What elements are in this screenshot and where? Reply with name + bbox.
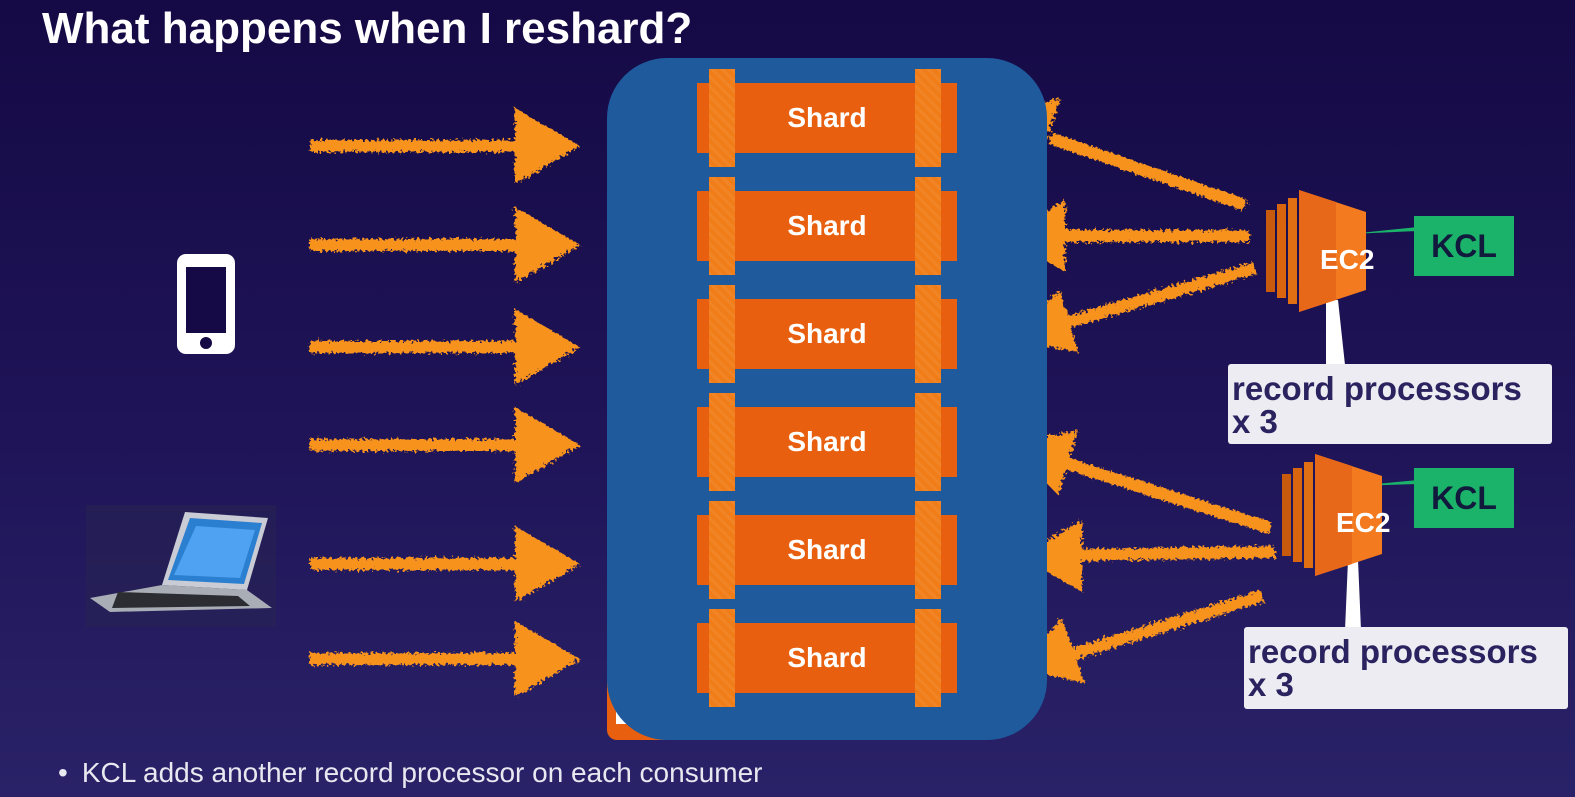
bullet-dot: • <box>58 757 68 788</box>
smartphone-icon <box>177 254 235 354</box>
producer-arrow <box>310 108 580 184</box>
ec2-label: EC2 <box>1320 244 1375 275</box>
record-processors-text: record processors <box>1248 633 1538 670</box>
producer-arrow <box>310 309 580 385</box>
shard: Shard <box>697 177 957 275</box>
ec2-instance: EC2 <box>1268 200 1378 325</box>
kcl-badge: KCL <box>1414 216 1514 276</box>
ec2-icon <box>1266 190 1366 312</box>
bullet-text: KCL adds another record processor on eac… <box>81 757 763 788</box>
record-processors-count: x 3 <box>1248 666 1294 703</box>
consumer-arrow <box>1010 430 1272 534</box>
shard-label: Shard <box>787 318 867 349</box>
producer-arrow <box>310 407 580 483</box>
kcl-badge: KCL <box>1414 468 1514 528</box>
producer-arrow <box>310 621 580 697</box>
ec2-icon <box>1282 454 1382 576</box>
ec2-label: EC2 <box>1336 507 1391 538</box>
consumer-arrow <box>1020 520 1276 592</box>
shard: Shard <box>697 69 957 167</box>
record-processors-count: x 3 <box>1232 403 1278 440</box>
bullet-point: • KCL adds another record processor on ea… <box>58 757 762 789</box>
record-processors-text: record processors <box>1232 370 1522 407</box>
shard-label: Shard <box>787 642 867 673</box>
producer-arrow <box>310 207 580 283</box>
shard: Shard <box>697 393 957 491</box>
slide-title: What happens when I reshard? <box>42 4 693 53</box>
laptop-icon <box>86 505 276 627</box>
shard-label: Shard <box>787 210 867 241</box>
shard-label: Shard <box>787 102 867 133</box>
shard-label: Shard <box>787 534 867 565</box>
consumer-arrow <box>1015 590 1264 683</box>
shard-label: Shard <box>787 426 867 457</box>
processors-connector <box>1326 300 1345 365</box>
record-processors-callout: record processors x 3 <box>1244 627 1568 709</box>
record-processors-callout: record processors x 3 <box>1228 364 1552 444</box>
shard: Shard <box>697 285 957 383</box>
producer-arrow <box>310 526 580 602</box>
processors-connector <box>1345 560 1361 630</box>
kcl-connector <box>1350 227 1418 234</box>
ec2-instance: EC2 <box>1284 463 1394 588</box>
shard: Shard <box>697 501 957 599</box>
shard: Shard <box>697 609 957 707</box>
